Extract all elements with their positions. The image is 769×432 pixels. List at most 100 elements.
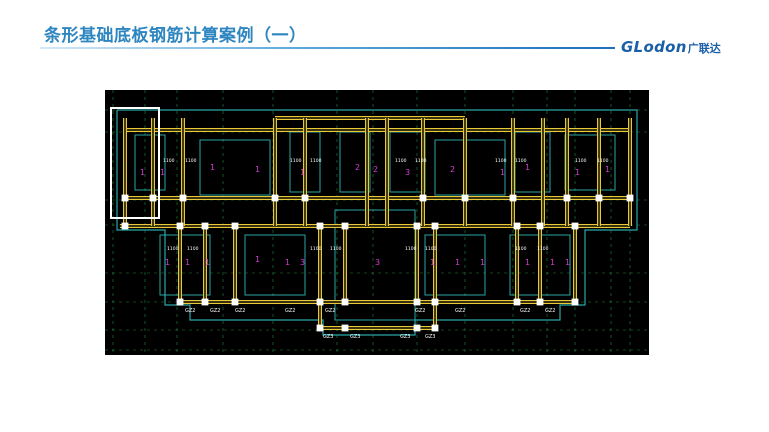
column-marker: [149, 194, 157, 202]
column-type-label: GZ3: [400, 334, 410, 340]
pad-outline: [434, 139, 506, 196]
column-marker: [231, 222, 239, 230]
column-marker: [413, 298, 421, 306]
column-marker: [341, 222, 349, 230]
dimension-label: 1100: [405, 246, 417, 252]
pad-outline: [134, 134, 166, 191]
pad-label: 1: [205, 258, 210, 267]
column-marker: [571, 222, 579, 230]
column-marker: [121, 194, 129, 202]
foundation-outline: [116, 109, 638, 336]
dimension-label: 1100: [395, 158, 407, 164]
column-type-label: GZ2: [285, 308, 295, 314]
pad-label: 1: [140, 168, 145, 177]
title-underline: [40, 47, 615, 49]
pad-outline: [199, 139, 271, 196]
pad-label: 1: [185, 258, 190, 267]
pad-label: 3: [405, 168, 410, 177]
column-marker: [513, 222, 521, 230]
pad-outline: [244, 234, 306, 296]
dimension-label: 1100: [597, 158, 609, 164]
column-marker: [176, 222, 184, 230]
pad-label: 3: [375, 258, 380, 267]
dimension-label: 1100: [310, 246, 322, 252]
column-marker: [341, 298, 349, 306]
glodon-logo: GLodon 广联达: [621, 38, 721, 58]
column-marker: [571, 298, 579, 306]
column-marker: [316, 222, 324, 230]
dimension-label: 1100: [290, 158, 302, 164]
dimension-label: 1100: [163, 158, 175, 164]
column-type-label: GZ2: [210, 308, 220, 314]
column-marker: [121, 222, 129, 230]
column-type-label: GZ2: [185, 308, 195, 314]
highlight-frame: [110, 107, 160, 219]
pad-label: 1: [160, 168, 165, 177]
pad-label: 1: [500, 168, 505, 177]
pad-label: 2: [450, 165, 455, 174]
dimension-label: 1100: [515, 158, 527, 164]
column-marker: [595, 194, 603, 202]
pad-label: 1: [525, 258, 530, 267]
column-marker: [179, 194, 187, 202]
dimension-label: 1100: [310, 158, 322, 164]
pad-label: 1: [605, 165, 610, 174]
column-type-label: GZ3: [350, 334, 360, 340]
column-marker: [413, 222, 421, 230]
slide-title: 条形基础底板钢筋计算案例（一）: [44, 26, 307, 46]
dimension-label: 1100: [537, 246, 549, 252]
column-marker: [271, 194, 279, 202]
dimension-label: 1100: [330, 246, 342, 252]
column-type-label: GZ2: [545, 308, 555, 314]
column-marker: [231, 298, 239, 306]
column-marker: [431, 298, 439, 306]
pad-outline: [159, 234, 211, 296]
column-marker: [563, 194, 571, 202]
column-marker: [419, 194, 427, 202]
column-type-label: GZ2: [325, 308, 335, 314]
column-type-label: GZ2: [235, 308, 245, 314]
pad-label: 1: [525, 163, 530, 172]
dimension-label: 1100: [187, 246, 199, 252]
column-marker: [413, 324, 421, 332]
column-marker: [316, 298, 324, 306]
pad-label: 2: [373, 165, 378, 174]
column-marker: [316, 324, 324, 332]
logo-chinese-name: 广联达: [687, 42, 721, 55]
dimension-label: 1100: [425, 246, 437, 252]
column-type-label: GZ2: [415, 308, 425, 314]
column-marker: [301, 194, 309, 202]
column-marker: [201, 222, 209, 230]
dimension-label: 1100: [495, 158, 507, 164]
column-type-label: GZ2: [455, 308, 465, 314]
column-type-label: GZ3: [425, 334, 435, 340]
pad-label: 1: [255, 165, 260, 174]
pad-label: 1: [575, 168, 580, 177]
pad-label: 1: [255, 255, 260, 264]
pad-label: 1: [165, 258, 170, 267]
column-type-label: GZ2: [520, 308, 530, 314]
pad-label: 1: [430, 258, 435, 267]
pad-outline: [424, 234, 486, 296]
column-marker: [513, 298, 521, 306]
pad-label: 1: [565, 258, 570, 267]
pad-label: 1: [300, 168, 305, 177]
pad-label: 1: [550, 258, 555, 267]
column-marker: [536, 222, 544, 230]
column-marker: [201, 298, 209, 306]
column-marker: [431, 324, 439, 332]
pad-label: 2: [355, 163, 360, 172]
pad-label: 3: [300, 258, 305, 267]
dimension-label: 1100: [575, 158, 587, 164]
pad-label: 1: [455, 258, 460, 267]
column-marker: [461, 194, 469, 202]
column-marker: [341, 324, 349, 332]
dimension-label: 1100: [515, 246, 527, 252]
dimension-label: 1100: [185, 158, 197, 164]
dimension-label: 1100: [167, 246, 179, 252]
logo-wordmark: GLodon: [621, 38, 687, 56]
column-marker: [536, 298, 544, 306]
column-type-label: GZ3: [323, 334, 333, 340]
pad-label: 1: [480, 258, 485, 267]
